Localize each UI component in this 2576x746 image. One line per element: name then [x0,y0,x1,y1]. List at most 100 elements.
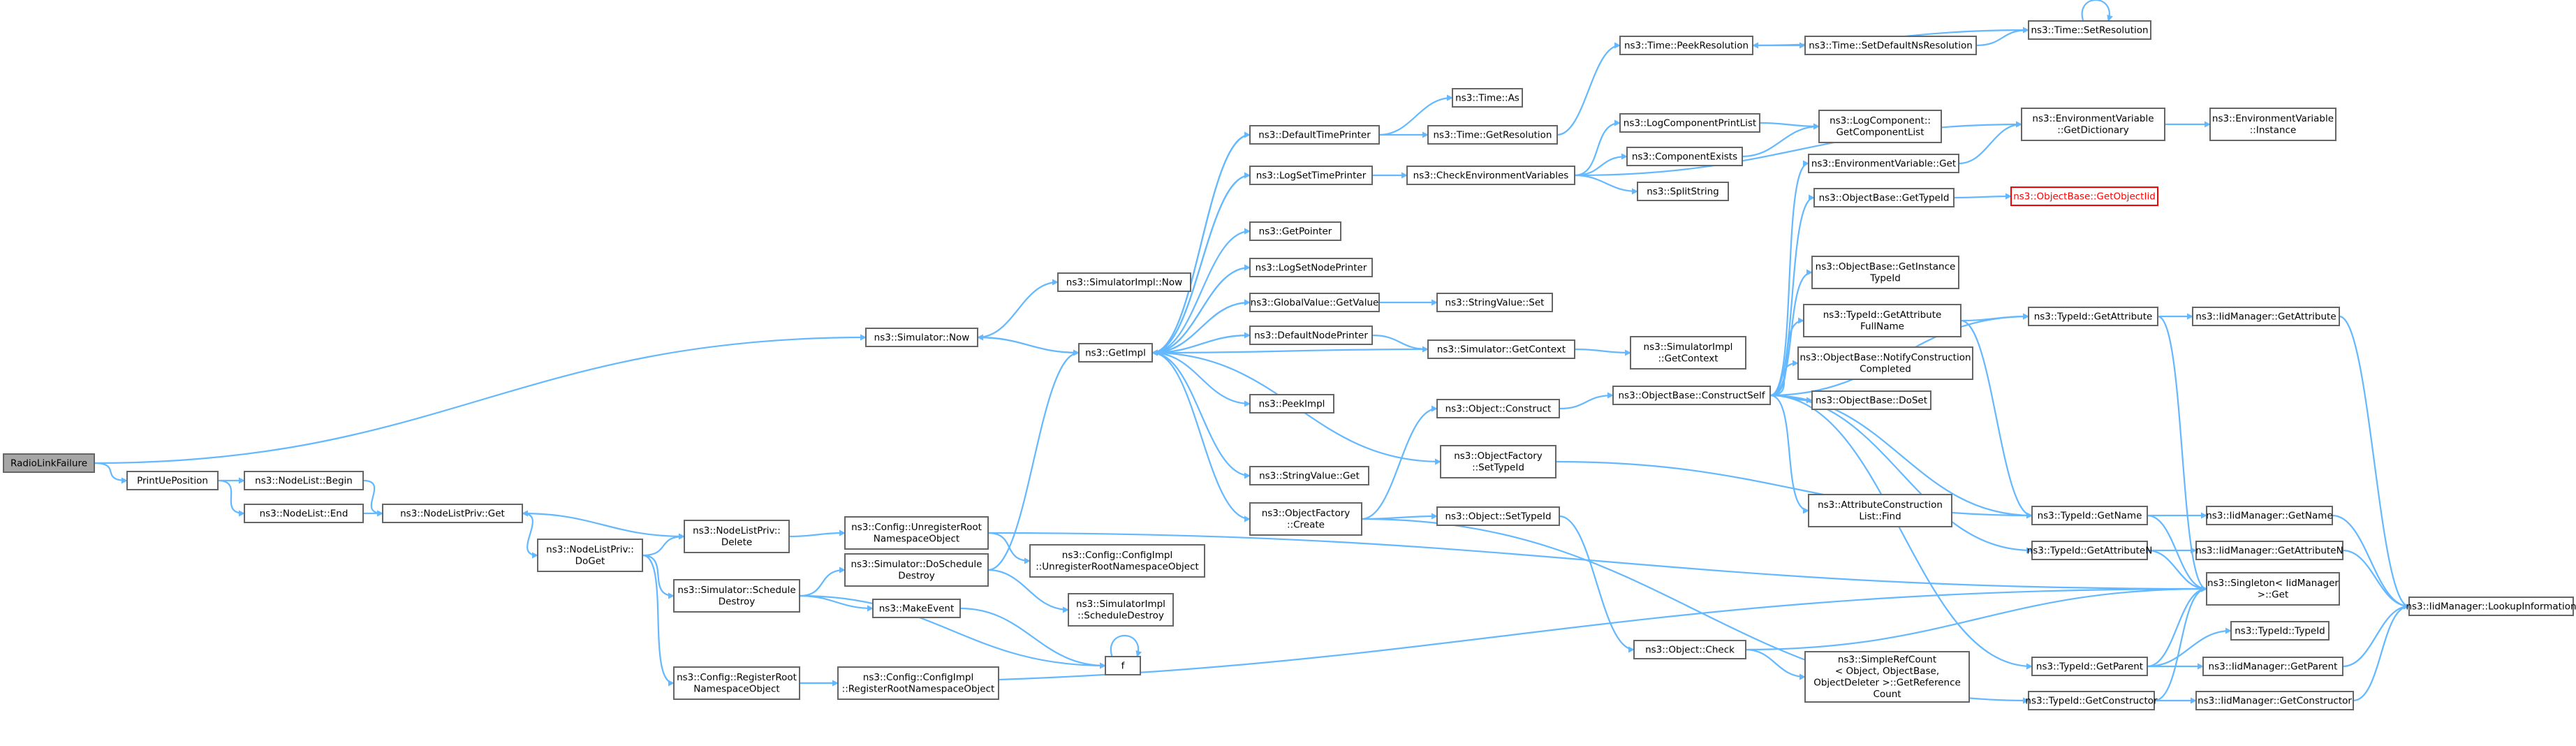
graph-node-envdict[interactable]: ns3::EnvironmentVariable::GetDictionary [2021,108,2165,141]
call-edge-gvgetvalue-to-getimpl [1151,301,1251,356]
call-edge-printue-to-nodelistend [217,479,245,517]
graph-node-simschedule[interactable]: ns3::Simulator::ScheduleDestroy [673,579,800,613]
graph-node-checkenv[interactable]: ns3::CheckEnvironmentVariables [1406,166,1575,185]
call-edge-checkenv-to-envdict [1574,121,2022,177]
graph-node-box [3,453,95,473]
graph-node-cfgunregister[interactable]: ns3::Config::UnregisterRootNamespaceObje… [844,516,989,550]
call-edge-deftimeprinter-to-getimpl [1151,133,1251,356]
graph-node-getpointer[interactable]: ns3::GetPointer [1249,221,1341,241]
graph-node-box [1249,394,1334,414]
graph-node-iidgetname[interactable]: ns3::IidManager::GetName [2206,506,2333,525]
graph-node-compexists[interactable]: ns3::ComponentExists [1626,147,1743,166]
graph-node-box [1626,147,1743,166]
graph-node-box [1619,113,1760,133]
graph-node-cfgregister[interactable]: ns3::Config::RegisterRootNamespaceObject [673,666,800,700]
graph-node-obgetobjtid[interactable]: ns3::ObjectBase::GetObjectIid [2010,186,2158,206]
graph-node-label: Delete [721,537,752,548]
graph-node-box [537,539,643,572]
graph-node-peekimpl[interactable]: ns3::PeekImpl [1249,394,1334,414]
graph-node-nlpdoget[interactable]: ns3::NodeListPriv::DoGet [537,539,643,572]
graph-node-objcheck[interactable]: ns3::Object::Check [1633,640,1746,659]
call-edge-tidgetctor-to-singleton [2154,585,2207,702]
graph-node-timepeekres[interactable]: ns3::Time::PeekResolution [1619,36,1753,55]
graph-node-logsettime[interactable]: ns3::LogSetTimePrinter [1249,166,1373,185]
graph-node-timesetdefns[interactable]: ns3::Time::SetDefaultNsResolution [1804,36,1977,55]
graph-node-simimplsched[interactable]: ns3::SimulatorImpl::ScheduleDestroy [1068,593,1174,627]
graph-node-objsettid[interactable]: ns3::Object::SetTypeId [1436,506,1560,526]
graph-node-strvalget[interactable]: ns3::StringValue::Get [1249,466,1369,485]
graph-node-simgetctx[interactable]: ns3::Simulator::GetContext [1427,339,1575,359]
call-edge-cfgunregister-to-singleton [987,532,2207,592]
graph-node-iidgetctor[interactable]: ns3::IidManager::GetConstructor [2195,691,2354,710]
graph-node-label: f [1121,660,1126,671]
graph-node-cfgimplunreg[interactable]: ns3::Config::ConfigImpl::UnregisterRootN… [1029,544,1205,578]
call-edge-tidgetparent-to-tidtid [2147,627,2232,668]
graph-node-nlpdelete[interactable]: ns3::NodeListPriv::Delete [684,520,790,553]
graph-node-gvgetvalue[interactable]: ns3::GlobalValue::GetValue [1249,293,1380,312]
graph-node-simimplctx[interactable]: ns3::SimulatorImpl::GetContext [1630,336,1746,370]
graph-node-label: ns3::GetPointer [1259,226,1332,237]
graph-node-timeas[interactable]: ns3::Time::As [1452,88,1523,108]
graph-node-label: ns3::SimulatorImpl [1644,342,1733,353]
graph-node-radiolink[interactable]: RadioLinkFailure [3,453,95,473]
graph-node-nlpget[interactable]: ns3::NodeListPriv::Get [382,504,523,523]
graph-node-objfactsettid[interactable]: ns3::ObjectFactory::SetTypeId [1440,445,1556,478]
graph-node-envinstance[interactable]: ns3::EnvironmentVariable::Instance [2209,108,2336,141]
graph-node-singleton[interactable]: ns3::Singleton< IidManager>::Get [2206,572,2340,606]
graph-node-f[interactable]: f [1105,656,1141,675]
graph-node-obgettid[interactable]: ns3::ObjectBase::GetTypeId [1813,188,1955,207]
graph-node-tidgetctor[interactable]: ns3::TypeId::GetConstructor [2025,691,2158,710]
graph-node-iidlookup[interactable]: ns3::IidManager::LookupInformation [2406,597,2576,616]
graph-node-envget[interactable]: ns3::EnvironmentVariable::Get [1808,154,1959,173]
graph-node-box [1803,304,1962,337]
graph-node-box [244,504,364,523]
graph-node-nodelistbegin[interactable]: ns3::NodeList::Begin [244,471,364,490]
call-edge-checkenv-to-splitstring [1574,174,1638,195]
graph-node-label: ns3::IidManager::GetName [2206,510,2333,521]
graph-node-label: ns3::CheckEnvironmentVariables [1413,170,1569,181]
graph-node-label: ns3::DefaultTimePrinter [1258,129,1371,140]
graph-node-strvalset[interactable]: ns3::StringValue::Set [1436,293,1553,312]
graph-node-obnotify[interactable]: ns3::ObjectBase::NotifyConstructionCompl… [1797,346,1973,380]
graph-node-box [2031,657,2148,676]
graph-node-box [1249,502,1362,536]
graph-node-cfgimplreg[interactable]: ns3::Config::ConfigImpl::RegisterRootNam… [837,666,999,700]
graph-node-makeevent[interactable]: ns3::MakeEvent [872,599,961,618]
graph-node-tidgetparent[interactable]: ns3::TypeId::GetParent [2031,657,2148,676]
graph-node-iidgetparent[interactable]: ns3::IidManager::GetParent [2202,657,2343,676]
graph-node-label: ns3::SplitString [1647,186,1719,197]
graph-node-simimplnow[interactable]: ns3::SimulatorImpl::Now [1057,272,1191,292]
graph-node-tidgetattrn[interactable]: ns3::TypeId::GetAttributeN [2027,541,2153,560]
graph-node-tidgetattr[interactable]: ns3::TypeId::GetAttribute [2028,307,2158,326]
graph-node-nodelistend[interactable]: ns3::NodeList::End [244,504,364,523]
graph-node-iidgetattr[interactable]: ns3::IidManager::GetAttribute [2192,307,2340,326]
call-edge-obgettid-to-obgetobjtid [1953,193,2012,200]
graph-node-simplerefcount[interactable]: ns3::SimpleRefCount< Object, ObjectBase,… [1804,651,1970,703]
graph-node-objconstruct[interactable]: ns3::Object::Construct [1436,399,1560,418]
graph-node-logcompprint[interactable]: ns3::LogComponentPrintList [1619,113,1760,133]
graph-node-iidgetattrn[interactable]: ns3::IidManager::GetAttributeN [2195,541,2343,560]
graph-node-splitstring[interactable]: ns3::SplitString [1637,182,1729,201]
graph-node-printue[interactable]: PrintUePosition [126,471,219,490]
graph-node-box [2192,307,2340,326]
graph-node-objfactcreate[interactable]: ns3::ObjectFactory::Create [1249,502,1362,536]
graph-node-label: ns3::GlobalValue::GetValue [1251,297,1379,308]
graph-node-timesetres[interactable]: ns3::Time::SetResolution [2028,20,2151,40]
graph-node-logcompget[interactable]: ns3::LogComponent::GetComponentList [1818,110,1942,143]
graph-node-tidgetname[interactable]: ns3::TypeId::GetName [2031,506,2148,525]
graph-node-tidtid[interactable]: ns3::TypeId::TypeId [2230,621,2330,641]
graph-node-deftimeprinter[interactable]: ns3::DefaultTimePrinter [1249,125,1380,145]
graph-node-simnow[interactable]: ns3::Simulator::Now [865,328,978,347]
graph-node-getimpl[interactable]: ns3::GetImpl [1078,343,1153,363]
graph-node-logsetnode[interactable]: ns3::LogSetNodePrinter [1249,258,1373,277]
graph-node-defnodeprinter[interactable]: ns3::DefaultNodePrinter [1249,326,1373,345]
graph-node-obdoset[interactable]: ns3::ObjectBase::DoSet [1811,390,1931,410]
graph-node-objbasecs[interactable]: ns3::ObjectBase::ConstructSelf [1612,386,1771,405]
graph-node-timegetres[interactable]: ns3::Time::GetResolution [1427,125,1558,145]
graph-node-label: ns3::Simulator::Now [874,332,970,343]
